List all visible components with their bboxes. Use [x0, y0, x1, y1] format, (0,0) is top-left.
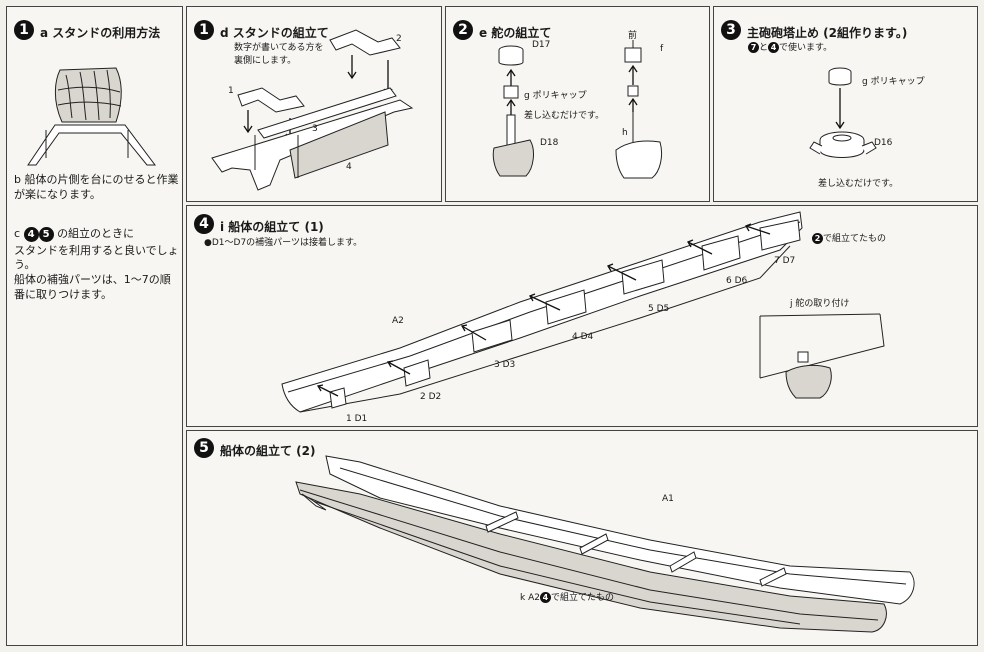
part-label: 1 [228, 86, 234, 96]
part-label-d3: 3 D3 [494, 360, 516, 370]
section-title: a スタンドの利用方法 [40, 26, 161, 40]
part-label-h: h [622, 128, 628, 138]
panel-turret-stopper [713, 6, 978, 202]
c-instruction-line4: 船体の補強パーツは、1〜7の順 [14, 273, 171, 286]
note-line2: 裏側にします。 [234, 56, 297, 66]
polycap-label: g ポリキャップ [862, 77, 925, 87]
step-number: 1 [194, 20, 214, 40]
section-title: i 船体の組立て (1) [220, 220, 324, 234]
section-title: 主砲砲塔止め (2組作ります。) [747, 26, 908, 40]
reinforcement-note: ●D1〜D7の補強パーツは接着します。 [204, 238, 363, 248]
part-label-d17: D17 [532, 40, 551, 50]
c-instruction-line2: スタンドを利用すると良いでしょ [14, 244, 179, 257]
step-number: 5 [38, 226, 54, 242]
b-instruction-line2: が楽になります。 [14, 188, 101, 201]
step-number: 2 [812, 233, 823, 244]
part-label-d7: 7 D7 [774, 256, 796, 266]
front-label: 前 [628, 31, 638, 41]
section-title: d スタンドの組立て [220, 26, 329, 40]
step-number: 4 [23, 226, 39, 242]
step-number: 1 [14, 20, 34, 40]
b-instruction-line1: b 船体の片側を台にのせると作業 [14, 173, 179, 186]
step-number: 4 [768, 42, 780, 53]
part-label-d4: 4 D4 [572, 332, 594, 342]
part-label: 3 [312, 124, 318, 134]
part-label: 2 [396, 34, 402, 44]
step-number: 3 [721, 20, 741, 40]
part-label-d6: 6 D6 [726, 276, 748, 286]
insert-note: 差し込むだけです。 [524, 111, 605, 121]
part-label-a1: A1 [662, 494, 674, 504]
part-label-f: f [660, 44, 664, 54]
section-title: e 舵の組立て [479, 26, 552, 40]
insert-note: 差し込むだけです。 [818, 179, 899, 189]
part-label-d16: D16 [874, 138, 893, 148]
part-label-d2: 2 D2 [420, 392, 442, 402]
step-number: 4 [194, 214, 214, 234]
step-number: 7 [748, 42, 759, 53]
rudder-mount-label: j 舵の取り付け [790, 299, 850, 309]
section-title: 船体の組立て (2) [220, 444, 316, 458]
step-number: 5 [194, 438, 214, 458]
c-instruction-line3: う。 [14, 258, 36, 271]
part-label-d18: D18 [540, 138, 559, 148]
panel-rudder-assembly [445, 6, 710, 202]
part-label-d5: 5 D5 [648, 304, 670, 314]
part-label-d1: 1 D1 [346, 414, 368, 424]
note-line1: 数字が書いてある方を [234, 43, 324, 53]
polycap-label: g ポリキャップ [524, 91, 587, 101]
step-number: 2 [453, 20, 473, 40]
c-instruction-line5: 番に取りつけます。 [14, 288, 113, 301]
part-label: 4 [346, 162, 352, 172]
part-label-a2: A2 [392, 316, 404, 326]
step-number: 4 [539, 592, 551, 603]
